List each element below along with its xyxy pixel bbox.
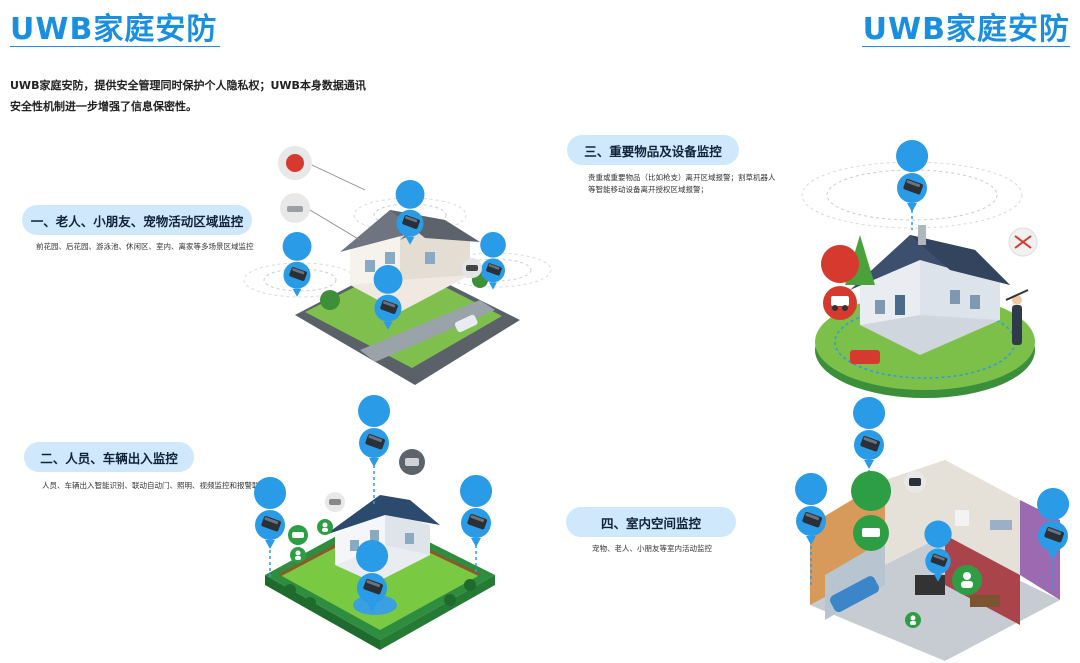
section-caption-2: 人员、车辆出入智能识别、联动自动门、照明、视频监控和报警联动 [42,481,267,490]
uwb-anchor-icon [358,395,391,467]
uwb-anchor-icon [254,477,287,549]
title-underline [10,46,220,47]
house-asset-illustration [801,140,1038,398]
gun-icon [1008,227,1038,257]
section-heading-1: 一、老人、小朋友、宠物活动区域监控 [22,205,252,235]
person-icon [317,519,333,535]
section-heading-4: 四、室内空间监控 [566,507,736,537]
house-yard-illustration [243,146,552,385]
lawnmower-icon [821,245,860,320]
intro-paragraph: UWB家庭安防，提供安全管理同时保护个人隐私权；UWB本身数据通讯 安全性机制进… [10,75,410,117]
camera-icon [325,492,345,512]
title-underline-right [862,46,1070,47]
cutaway-house-illustration [795,397,1070,661]
camera-icon [399,449,425,475]
person-icon [952,565,982,595]
section-heading-3: 三、重要物品及设备监控 [567,135,739,165]
page-title: UWB家庭安防 [10,12,218,47]
uwb-anchor-icon [282,232,312,297]
section-caption-3: 贵重或重要物品（比如枪支）离开区域报警；割草机器人 等智能移动设备离开授权区域报… [588,173,776,194]
section-caption-1: 前花园、后花园、游泳池、休闲区、室内、离家等多场景区域监控 [36,242,254,251]
car-icon [462,258,482,278]
camera-icon [904,471,926,493]
car-icon [851,471,892,551]
page-title-right: UWB家庭安防 [862,12,1070,47]
uwb-anchor-icon [853,397,886,469]
intro-line: 安全性机制进一步增强了信息保密性。 [10,100,197,113]
uwb-anchor-icon [460,475,493,547]
gated-house-illustration [254,395,495,650]
section-heading-2: 二、人员、车辆出入监控 [24,442,194,472]
intro-line: UWB家庭安防，提供安全管理同时保护个人隐私权；UWB本身数据通讯 [10,79,366,92]
uwb-anchor-icon [896,140,929,212]
car-icon [288,525,308,545]
person-icon [290,547,306,563]
section-caption-4: 宠物、老人、小朋友等室内活动监控 [592,544,712,553]
person-icon [905,612,921,628]
